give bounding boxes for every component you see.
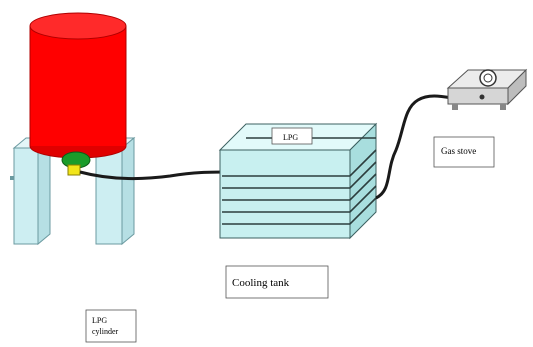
- cooling-tank-label: Cooling tank: [225, 265, 329, 299]
- gas-stove-label: Gas stove: [433, 136, 495, 168]
- lpg-cylinder-label-line1: LPG: [92, 316, 107, 325]
- lpg-cylinder-label-line2: cylinder: [92, 327, 119, 336]
- cylinder-valve: [61, 151, 91, 176]
- tank-tag-text: LPG: [283, 133, 298, 142]
- gas-stove: [446, 68, 528, 110]
- tank-tag: LPG: [271, 127, 313, 145]
- lpg-cylinder-label: LPG cylinder: [85, 309, 137, 343]
- cooling-tank-label-text: Cooling tank: [232, 277, 290, 289]
- pipe-cylinder-to-tank: [79, 170, 229, 181]
- pipe-tank-to-stove: [375, 94, 453, 200]
- lpg-cylinder: [29, 12, 127, 159]
- gas-stove-label-text: Gas stove: [441, 146, 476, 156]
